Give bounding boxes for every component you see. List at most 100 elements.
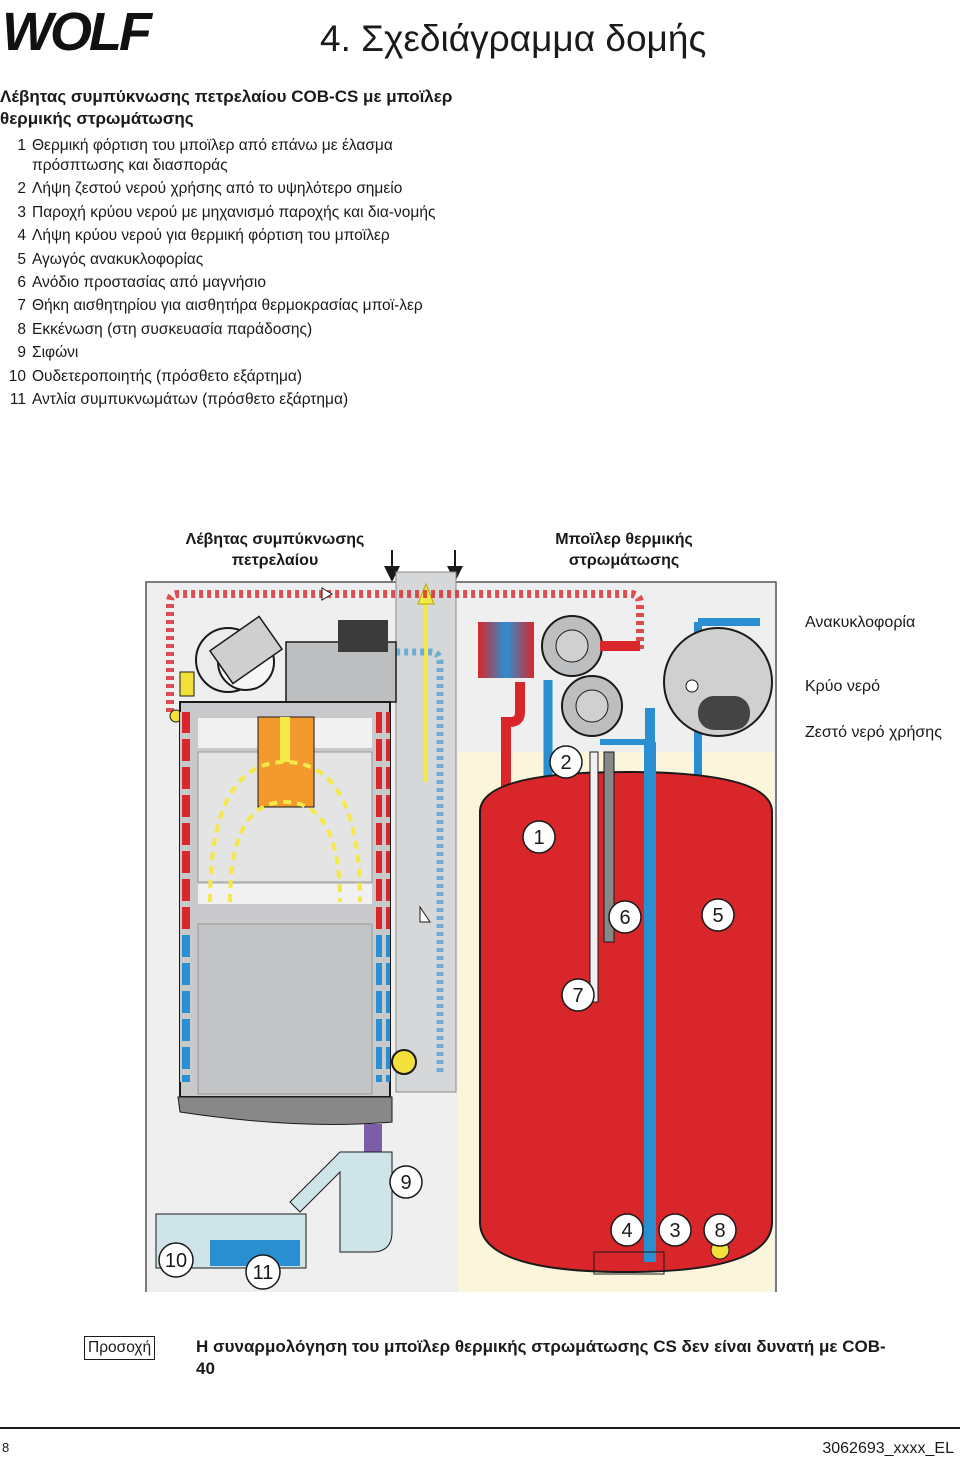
legend-item: 9 Σιφώνι (0, 343, 470, 363)
callout-4: 4 (610, 1213, 644, 1247)
legend-text: Λήψη ζεστού νερού χρήσης από το υψηλότερ… (32, 180, 403, 198)
control-box (338, 620, 388, 652)
tank-label-line2: στρωμάτωσης (569, 552, 679, 569)
section-heading: Λέβητας συμπύκνωσης πετρελαίου COB-CS με… (0, 87, 453, 128)
callout-number: 10 (165, 1250, 187, 1272)
callout-7: 7 (561, 978, 595, 1012)
siphon-connector (364, 1124, 382, 1154)
supply-air-line (380, 648, 444, 1072)
legend-text: Εκκένωση (στη συσκευασία παράδοσης) (32, 320, 313, 338)
callout-number: 11 (253, 1262, 274, 1284)
legend-text: Αντλία συμπυκνωμάτων (πρόσθετο εξάρτημα) (32, 390, 349, 408)
caution-text: Η συναρμολόγηση του μποϊλερ θερμικής στρ… (196, 1337, 886, 1378)
page-title: 4. Σχεδιάγραμμα δομής (320, 18, 707, 59)
legend-number: 5 (17, 250, 26, 268)
boiler-label-line2: πετρελαίου (232, 552, 319, 569)
hot-water-label: Ζεστό νερό χρήσης (805, 724, 942, 741)
callout-number: 6 (619, 907, 630, 929)
flow-arrow-icon (321, 587, 333, 601)
legend-number: 9 (17, 344, 26, 362)
callout-1: 1 (522, 820, 556, 854)
flame (280, 717, 290, 762)
callout-number: 1 (533, 827, 544, 849)
storage-tank (479, 770, 773, 1274)
heat-exchanger-left-cold (180, 932, 194, 1082)
cold-inlet-pipe (644, 742, 656, 1262)
wolf-logo: WOLF (0, 4, 190, 56)
legend-number: 1 (17, 137, 26, 154)
recirculation-line (166, 590, 644, 712)
callout-number: 7 (572, 985, 583, 1007)
callout-8: 8 (703, 1213, 737, 1247)
legend-text: Αγωγός ανακυκλοφορίας (32, 250, 204, 268)
caution-label: Προσοχή (84, 1336, 156, 1360)
callout-number: 2 (560, 752, 571, 774)
callout-6: 6 (608, 900, 642, 934)
legend-number: 7 (17, 297, 26, 315)
cold-water-label: Κρύο νερό (805, 678, 880, 695)
legend-number: 3 (17, 203, 26, 221)
legend-item: 6 Ανόδιο προστασίας από μαγνήσιο (0, 273, 470, 293)
pump-rotor-icon (575, 689, 609, 723)
callout-number: 3 (669, 1220, 680, 1242)
siphon (289, 1151, 393, 1253)
condensate-tray (177, 1096, 393, 1125)
boiler-label-line1: Λέβητας συμπύκνωσης (186, 531, 365, 548)
callout-number: 8 (714, 1220, 725, 1242)
oil-filter (179, 671, 195, 697)
legend-item: 2 Λήψη ζεστού νερού χρήσης από το υψηλότε… (0, 179, 470, 199)
sensor-well (589, 751, 599, 1003)
legend-text: Θήκη αισθητηρίου για αισθητήρα θερμοκρασ… (32, 297, 423, 315)
fitting-icon (685, 679, 699, 693)
callout-number: 4 (621, 1220, 632, 1242)
legend-item: 3 Παροχή κρύου νερού με μηχανισμό παροχής… (0, 203, 470, 223)
flow-arrow-icon (419, 905, 431, 923)
structure-diagram: Λέβητας συμπύκνωσης πετρελαίου Μποϊλερ θ… (145, 531, 942, 1292)
recirculation-label: Ανακυκλοφορία (805, 614, 915, 631)
legend-text: Ουδετεροποιητής (πρόσθετο εξάρτημα) (32, 367, 303, 385)
baffle (198, 884, 372, 904)
legend-text: Ανόδιο προστασίας από μαγνήσιο (32, 273, 266, 291)
hot-pipe (501, 682, 525, 802)
legend-text: Λήψη κρύου νερού για θερμική φόρτιση του… (32, 227, 390, 245)
legend-number: 11 (9, 390, 26, 408)
exhaust-path (208, 759, 362, 903)
tank-label-line1: Μποϊλερ θερμικής (555, 531, 693, 548)
lower-chamber (197, 923, 373, 1095)
callout-3: 3 (658, 1213, 692, 1247)
exhaust-path (228, 799, 342, 903)
callout-2: 2 (549, 745, 583, 779)
legend-number: 4 (17, 227, 26, 245)
callout-5: 5 (701, 898, 735, 932)
callout-10: 10 (158, 1242, 194, 1278)
callout-9: 9 (389, 1165, 423, 1199)
magnesium-anode (603, 751, 615, 943)
heat-exchanger-right-cold (376, 932, 390, 1082)
callout-11: 11 (245, 1254, 281, 1290)
legend-number: 10 (8, 367, 26, 385)
legend-item: 7 Θήκη αισθητηρίου για αισθητήρα θερμοκρα… (0, 296, 470, 316)
legend-item: 10 Ουδετεροποιητής (πρόσθετο εξάρτημα) (0, 367, 470, 387)
distribution-plate (593, 1251, 665, 1275)
page-number: 8 (2, 1440, 10, 1455)
footer-divider (0, 1427, 960, 1429)
legend-item: 8 Εκκένωση (στη συσκευασία παράδοσης) (0, 320, 470, 340)
document-number: 3062693_xxxx_EL (822, 1440, 954, 1457)
logo-text: WOLF (2, 4, 154, 56)
legend-text: Σιφώνι (32, 344, 79, 362)
burner-head (208, 615, 284, 685)
legend-number: 6 (17, 273, 26, 291)
legend-item: 11 Αντλία συμπυκνωμάτων (πρόσθετο εξάρτημ… (0, 390, 470, 410)
legend-item: 4 Λήψη κρύου νερού για θερμική φόρτιση το… (0, 226, 470, 246)
legend-text: Παροχή κρύου νερού με μηχανισμό παροχής … (32, 203, 436, 221)
callout-number: 5 (712, 905, 723, 927)
legend-number: 2 (17, 180, 26, 198)
callout-number: 9 (400, 1172, 411, 1194)
legend-number: 8 (17, 320, 26, 338)
pump-motor (698, 696, 750, 730)
pump-rotor-icon (555, 629, 589, 663)
plate-heat-exchanger (478, 622, 534, 678)
legend-item: 5 Αγωγός ανακυκλοφορίας (0, 250, 470, 270)
drain-valve-icon (391, 1049, 417, 1075)
